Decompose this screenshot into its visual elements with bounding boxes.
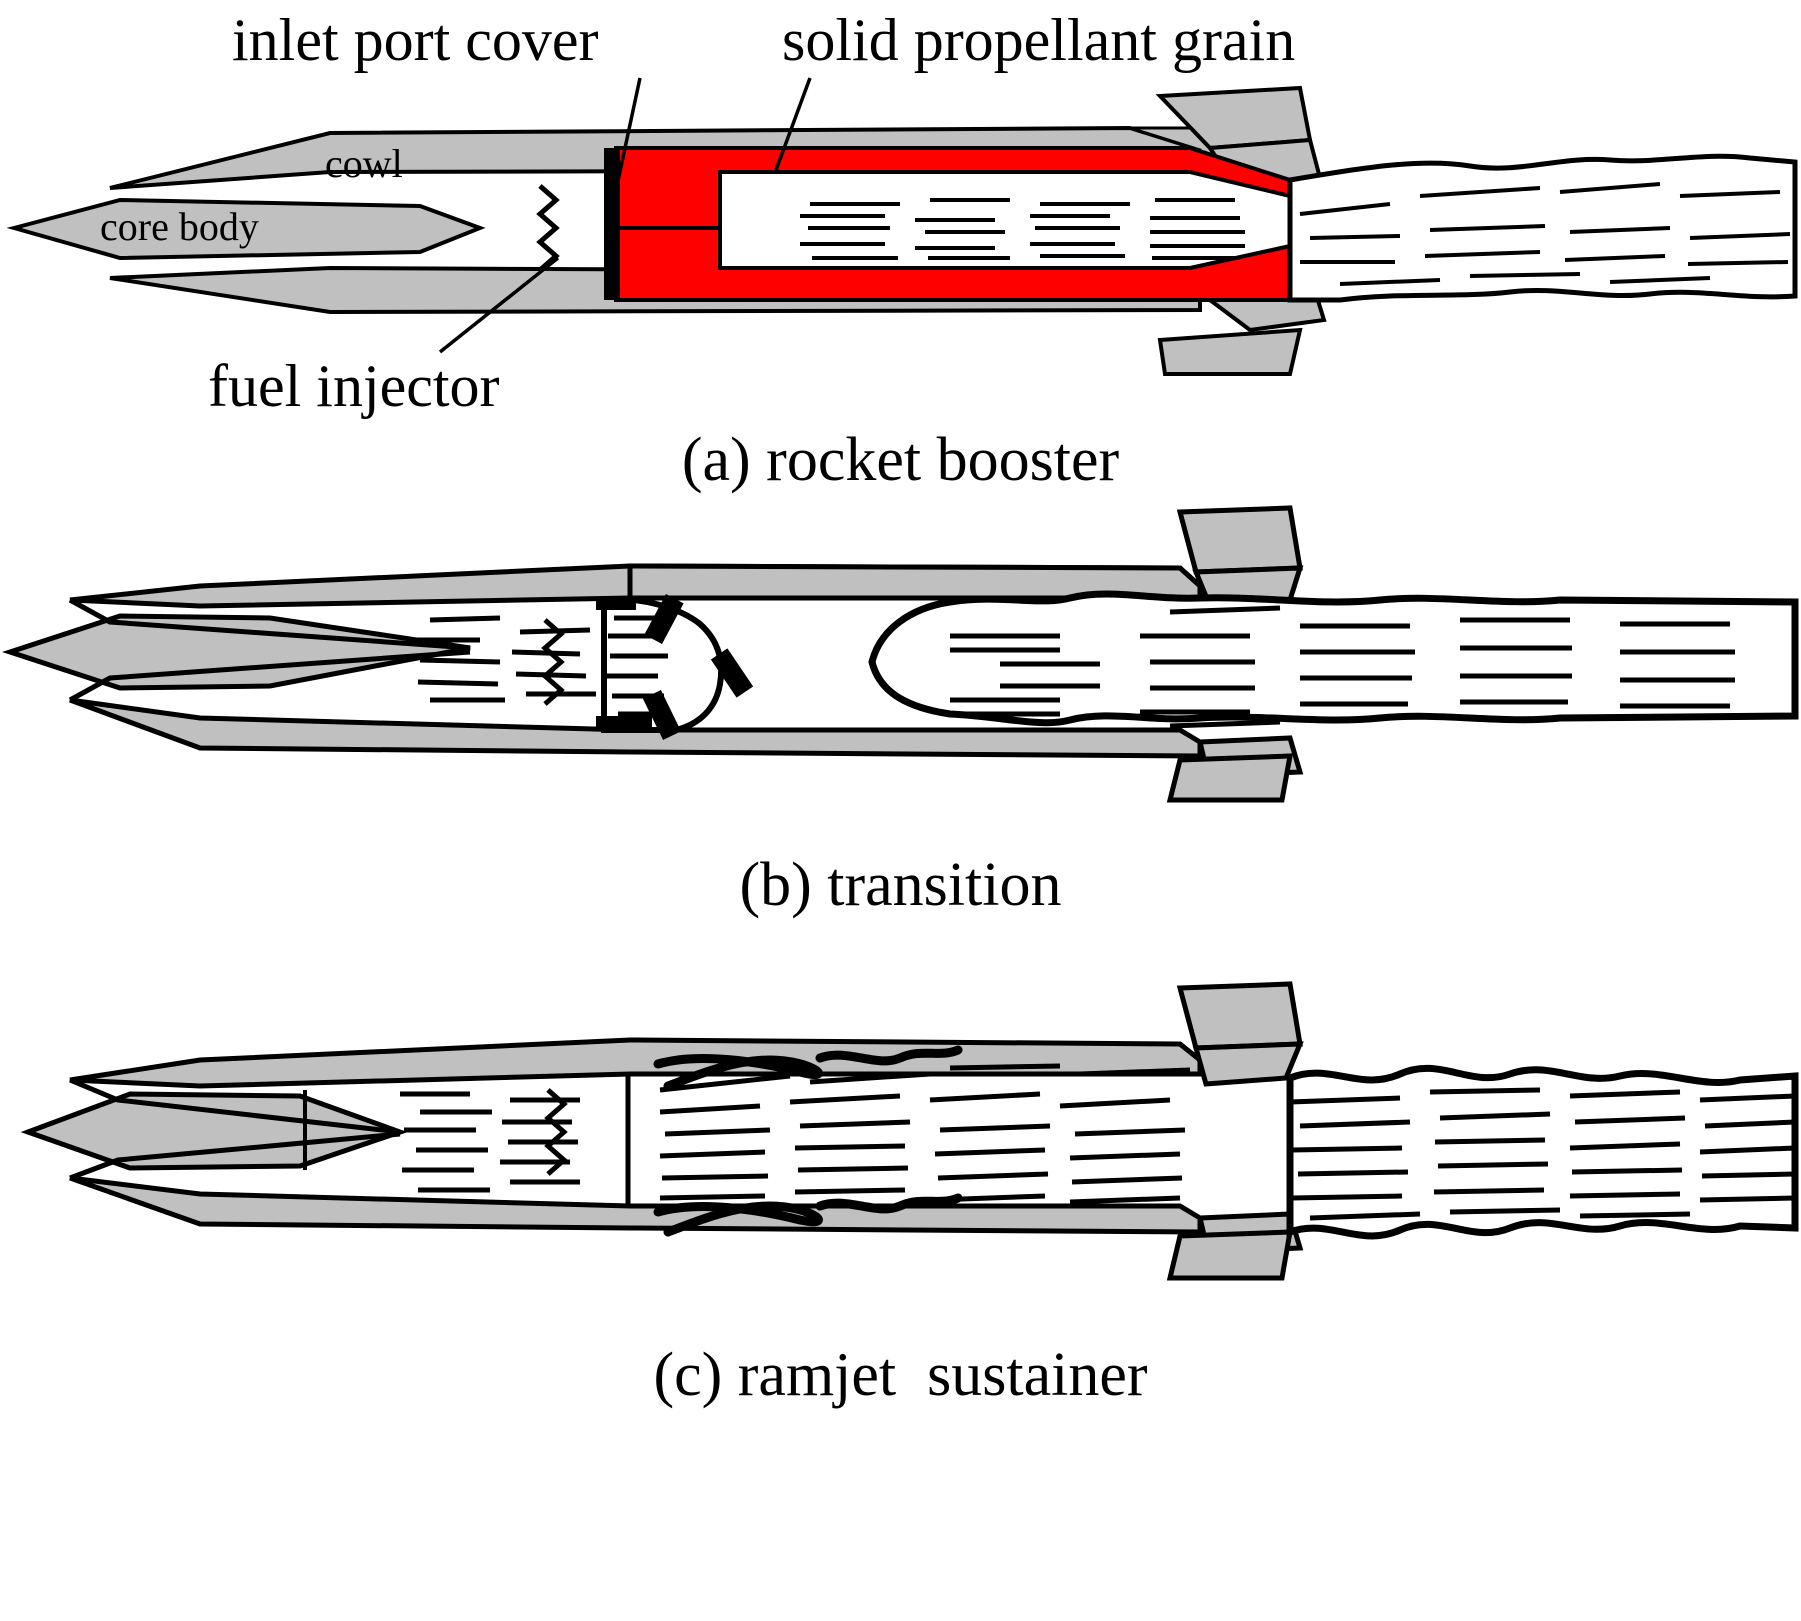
- flameholder-recirculation-upper-c: [653, 1045, 963, 1091]
- tail-fin-lower-root-b: [1166, 753, 1294, 803]
- panel-a-rocket-booster: [6, 77, 1798, 376]
- combustion-hatching-c: [659, 1063, 1191, 1205]
- cowl-lip-upper-b: [68, 597, 471, 651]
- core-body-b: [1, 613, 471, 691]
- ejected-booster-case-b: [868, 590, 1799, 727]
- label-cowl: cowl: [325, 141, 403, 186]
- port-cover-shards-b: [596, 593, 754, 741]
- leader-fuel-injector-a: [438, 256, 560, 354]
- cowl-upper-c: [69, 1037, 1203, 1089]
- tail-fin-lower-root-a: [1157, 327, 1303, 376]
- tail-fin-lower-root-c: [1166, 1229, 1293, 1281]
- label-inlet-port-cover: inlet port cover: [232, 7, 599, 73]
- leader-solid-propellant-grain-a: [774, 77, 812, 171]
- panel-c-ramjet-sustainer: [20, 981, 1799, 1281]
- leader-inlet-port-cover-a: [608, 77, 642, 219]
- exhaust-hatching-a: [1299, 182, 1791, 286]
- tail-fin-upper-c: [1176, 981, 1303, 1051]
- panel-b-transition: [1, 505, 1799, 803]
- caption-panel-b: (b) transition: [739, 851, 1062, 919]
- exhaust-plume-a: [1287, 153, 1798, 303]
- inlet-flow-hatching-b: [410, 615, 596, 703]
- core-body-c: [20, 1091, 408, 1171]
- port-flow-hatching-a: [800, 198, 1245, 260]
- cowl-lower-c: [69, 1175, 1203, 1235]
- tail-fin-upper-root-c: [1192, 1041, 1304, 1087]
- label-solid-propellant-grain: solid propellant grain: [782, 7, 1296, 73]
- fuel-injector-a: [540, 186, 556, 270]
- tail-fin-upper-b: [1176, 505, 1303, 575]
- caption-panel-a: (a) rocket booster: [681, 426, 1120, 494]
- label-core-body: core body: [100, 204, 259, 249]
- label-fuel-injector: fuel injector: [208, 353, 500, 419]
- booster-case-hatching-b: [950, 605, 1735, 729]
- core-body-a: [6, 197, 486, 261]
- cowl-lip-lower-b: [68, 649, 471, 703]
- inlet-flow-hatching-c: [400, 1091, 580, 1193]
- caption-panel-c: (c) ramjet sustainer: [653, 1341, 1148, 1409]
- inlet-port-cover-a: [604, 148, 620, 300]
- exhaust-hatching-c: [1289, 1087, 1796, 1221]
